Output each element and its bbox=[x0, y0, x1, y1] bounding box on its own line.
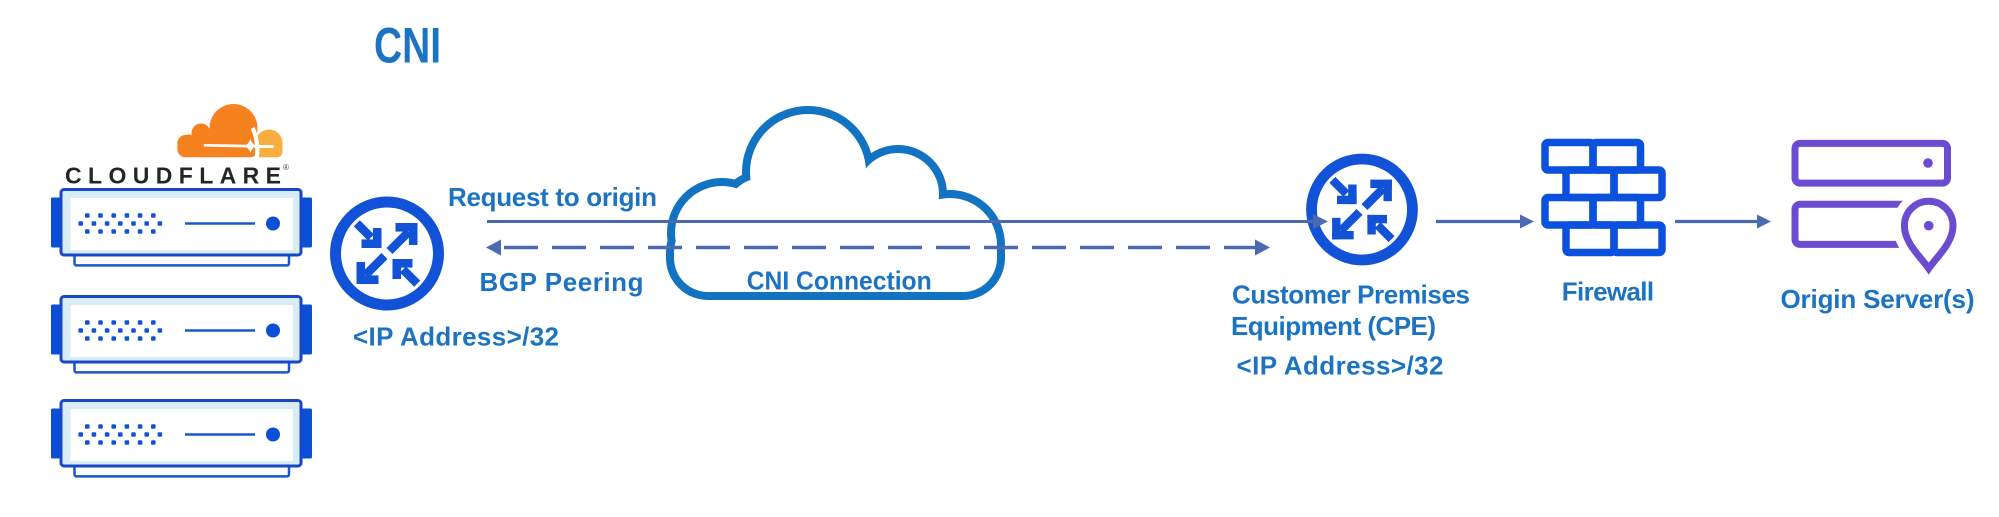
svg-text:Request to origin: Request to origin bbox=[448, 182, 657, 212]
svg-text:Firewall: Firewall bbox=[1562, 277, 1654, 307]
svg-text:<IP Address>/32: <IP Address>/32 bbox=[1237, 350, 1444, 380]
svg-text:BGP Peering: BGP Peering bbox=[480, 267, 644, 297]
svg-text:CNI Connection: CNI Connection bbox=[747, 265, 932, 295]
svg-text:®: ® bbox=[283, 163, 289, 172]
svg-text:Customer Premises: Customer Premises bbox=[1232, 280, 1470, 310]
svg-text:CNI: CNI bbox=[374, 18, 441, 74]
svg-text:CLOUDFLARE: CLOUDFLARE bbox=[65, 163, 281, 189]
svg-text:<IP Address>/32: <IP Address>/32 bbox=[353, 321, 559, 351]
svg-text:Equipment (CPE): Equipment (CPE) bbox=[1231, 311, 1436, 341]
svg-text:Origin Server(s): Origin Server(s) bbox=[1781, 284, 1975, 314]
